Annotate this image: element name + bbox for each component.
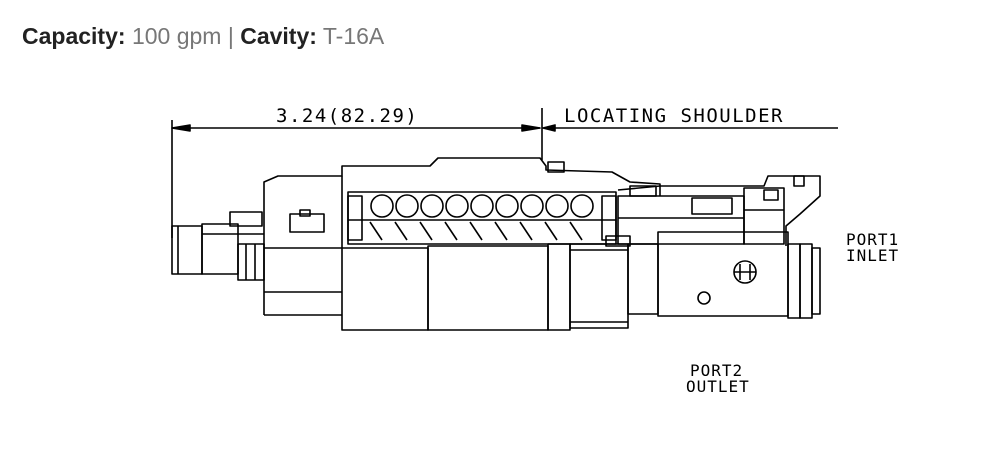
capacity-label: Capacity:	[22, 23, 126, 49]
cartridge-end	[547, 161, 821, 305]
spring	[347, 191, 617, 245]
dimension-line	[171, 108, 838, 238]
locating-shoulder-label: LOCATING SHOULDER	[564, 105, 784, 127]
spec-line: Capacity: 100 gpm | Cavity: T-16A	[22, 20, 384, 52]
port1-label: PORT1	[846, 230, 899, 249]
port2-outlet-label: OUTLET	[686, 377, 750, 396]
capacity-value: 100 gpm	[131, 23, 222, 49]
cavity-label: Cavity:	[240, 23, 317, 49]
port1-inlet-label: INLET	[846, 246, 899, 265]
adjuster-stem	[171, 211, 265, 281]
spec-separator: |	[227, 23, 234, 49]
cavity-value: T-16A	[322, 23, 385, 49]
port2-label: PORT2	[690, 361, 743, 380]
dimension-label: 3.24(82.29)	[276, 105, 418, 127]
